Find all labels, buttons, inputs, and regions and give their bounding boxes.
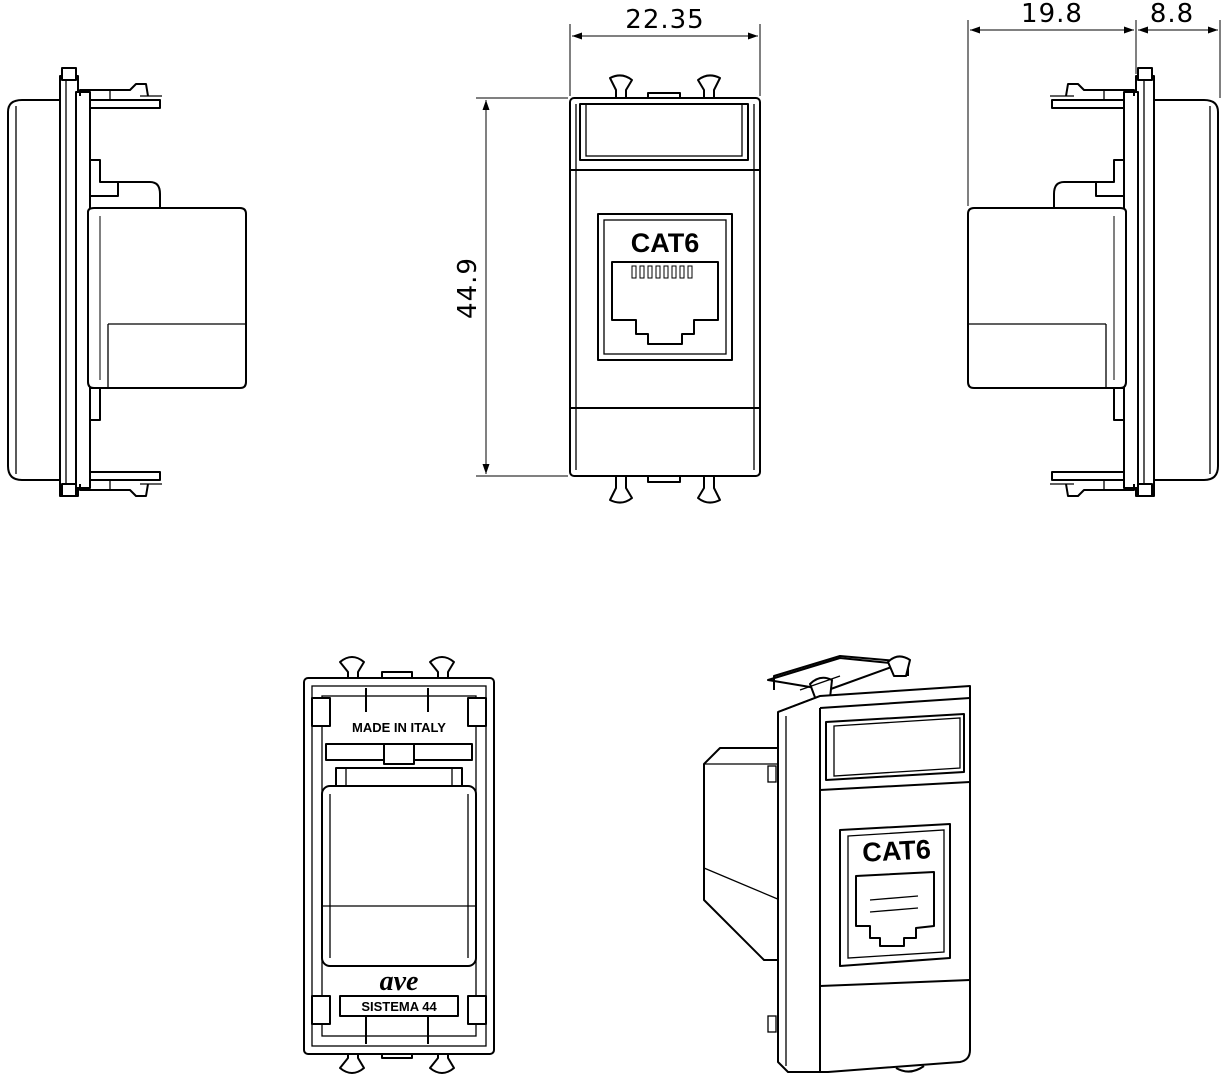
bottom-lugs — [609, 475, 721, 504]
dimension-depth: 19.8 8.8 — [967, 0, 1221, 206]
front-depth-dimension-label: 8.8 — [1150, 0, 1194, 29]
top-lugs — [609, 74, 721, 100]
iso-cat6-label: CAT6 — [862, 834, 932, 868]
rj45-contacts — [631, 265, 693, 279]
rear-view: MADE IN ITALY ave SISTEMA 44 — [303, 656, 495, 1074]
height-dimension-label: 44.9 — [453, 257, 483, 319]
dimension-height: 44.9 — [453, 97, 568, 477]
right-side-view: 19.8 8.8 — [967, 0, 1221, 497]
front-cat6-label: CAT6 — [631, 228, 700, 258]
dimension-width: 22.35 — [569, 5, 761, 96]
rear-brand-logo: ave — [380, 966, 419, 997]
width-dimension-label: 22.35 — [625, 5, 704, 35]
isometric-view: CAT6 — [703, 655, 971, 1073]
depth-dimension-label: 19.8 — [1021, 0, 1083, 29]
made-in-label: MADE IN ITALY — [352, 720, 446, 735]
series-label: SISTEMA 44 — [361, 999, 437, 1014]
left-side-view — [7, 67, 247, 497]
front-view: CAT6 22.35 44.9 — [453, 5, 761, 504]
